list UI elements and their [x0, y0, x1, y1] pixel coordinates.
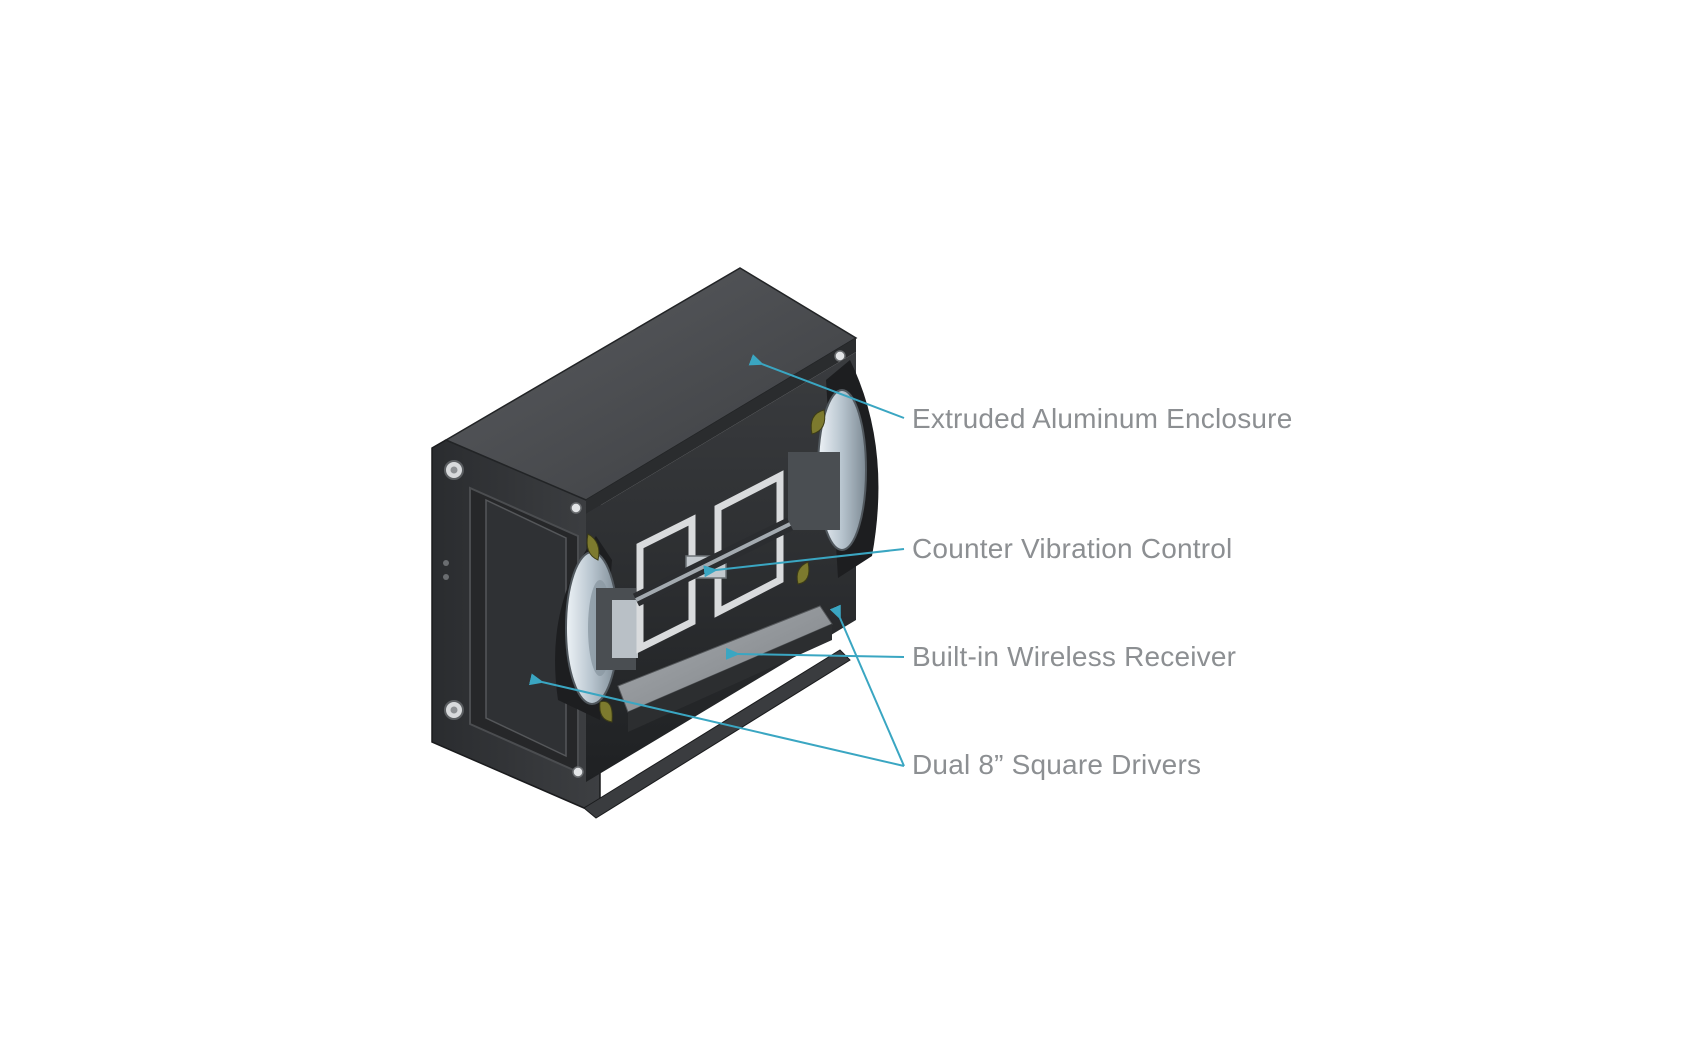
- leader-line-receiver: [725, 647, 905, 660]
- callout-label-vibration-control: Counter Vibration Control: [912, 533, 1233, 564]
- counter-vibration-frames: [632, 470, 794, 654]
- leader-line-drivers-left: [528, 673, 905, 767]
- leader-lines: [528, 354, 905, 767]
- leader-line-drivers-right: [829, 604, 905, 767]
- callout-label-enclosure: Extruded Aluminum Enclosure: [912, 403, 1293, 434]
- leader-line-vibration: [703, 548, 905, 578]
- enclosure-top-panel: [444, 267, 858, 514]
- enclosure-bottom-rail: [572, 616, 851, 819]
- right-driver: [788, 360, 879, 585]
- callout-label-wireless-receiver: Built-in Wireless Receiver: [912, 641, 1237, 672]
- callout-label-square-drivers: Dual 8” Square Drivers: [912, 749, 1202, 780]
- enclosure-side-panel: [431, 439, 601, 809]
- leader-line-enclosure: [748, 354, 905, 419]
- left-driver: [555, 533, 638, 723]
